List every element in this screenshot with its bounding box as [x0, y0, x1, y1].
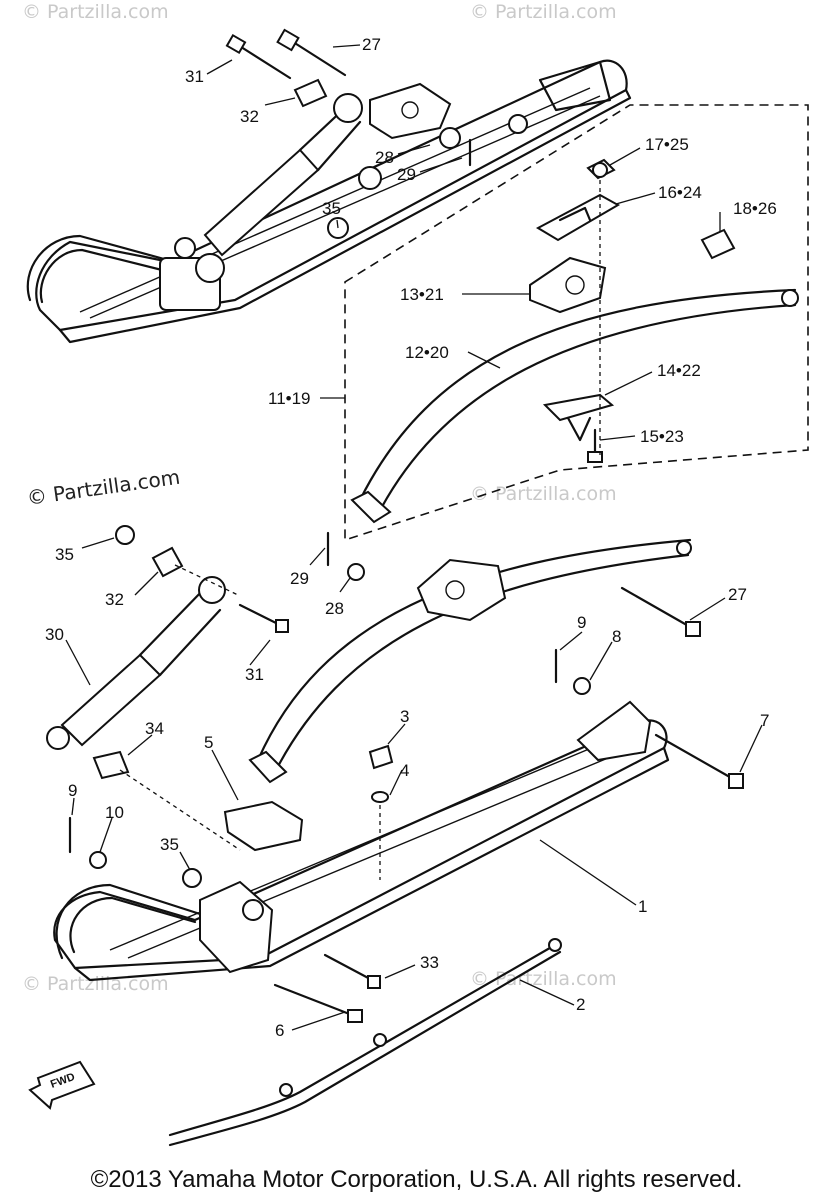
callout-15-23: 15•23: [640, 427, 684, 446]
callout-34: 34: [145, 719, 164, 738]
callout-30: 30: [45, 625, 64, 644]
callout-2: 2: [576, 995, 585, 1014]
callout-14-22: 14•22: [657, 361, 701, 380]
part-callouts: 31 27 32 28 29 35 17•25 16•24 18•26 13•2…: [45, 35, 777, 1040]
callout-18-26: 18•26: [733, 199, 777, 218]
watermark-text: © Partzilla.com: [22, 1, 169, 23]
callout-35: 35: [160, 835, 179, 854]
callout-35: 35: [322, 199, 341, 218]
callout-11-19: 11•19: [268, 389, 311, 408]
watermark-text: © Partzilla.com: [470, 1, 617, 23]
callout-17-25: 17•25: [645, 135, 689, 154]
callout-7: 7: [760, 711, 769, 730]
callout-8: 8: [612, 627, 621, 646]
watermark-text: © Partzilla.com: [25, 465, 181, 510]
callout-16-24: 16•24: [658, 183, 702, 202]
callout-12-20: 12•20: [405, 343, 449, 362]
callout-31: 31: [185, 67, 204, 86]
leader-lines: [65, 44, 763, 1031]
callout-1: 1: [638, 897, 647, 916]
callout-35: 35: [55, 545, 74, 564]
callout-32: 32: [105, 590, 124, 609]
callout-29: 29: [290, 569, 309, 588]
callout-28: 28: [325, 599, 344, 618]
callout-10: 10: [105, 803, 124, 822]
callout-31: 31: [245, 665, 264, 684]
callout-3: 3: [400, 707, 409, 726]
callout-27: 27: [728, 585, 747, 604]
callout-33: 33: [420, 953, 439, 972]
callout-28: 28: [375, 148, 394, 167]
watermark-text: © Partzilla.com: [470, 483, 617, 505]
copyright-footer: ©2013 Yamaha Motor Corporation, U.S.A. A…: [90, 1166, 743, 1193]
fwd-direction-arrow: FWD: [28, 1060, 96, 1110]
callout-13-21: 13•21: [400, 285, 444, 304]
callout-5: 5: [204, 733, 213, 752]
callout-9: 9: [68, 781, 77, 800]
callout-32: 32: [240, 107, 259, 126]
leaf-spring-callout: [344, 104, 809, 542]
lower-ski-assembly: [46, 525, 744, 1147]
callout-4: 4: [400, 761, 409, 780]
callout-27: 27: [362, 35, 381, 54]
callout-29: 29: [397, 165, 416, 184]
watermarks: © Partzilla.com © Partzilla.com © Partzi…: [22, 1, 617, 995]
watermark-text: © Partzilla.com: [470, 968, 617, 990]
callout-6: 6: [275, 1021, 284, 1040]
callout-9: 9: [577, 613, 586, 632]
watermark-text: © Partzilla.com: [22, 973, 169, 995]
